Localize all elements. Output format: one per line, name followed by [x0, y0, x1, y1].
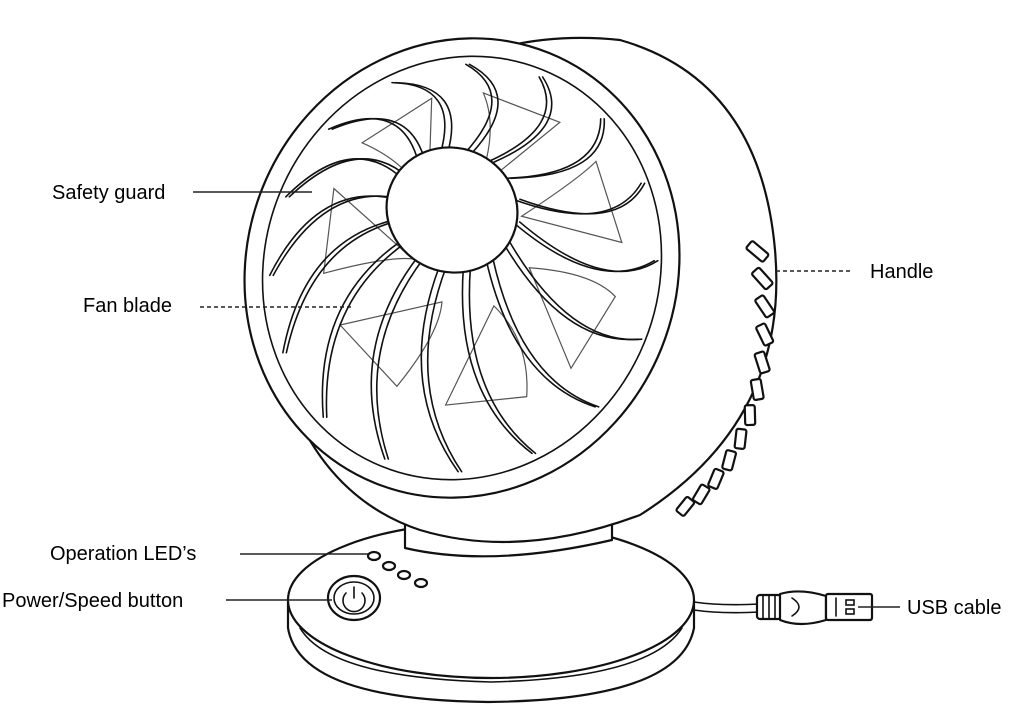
guard-rib [510, 117, 606, 180]
guard-rib [288, 158, 409, 198]
grip-slot [743, 403, 757, 427]
label-operation-leds: Operation LED’s [50, 543, 196, 565]
guard-rib [394, 81, 453, 154]
guard-rib [272, 195, 400, 277]
guard-rib [420, 265, 459, 473]
guard-rib [375, 257, 425, 460]
guard-rib [325, 240, 408, 419]
grip-slot [707, 467, 725, 490]
fan-blade [520, 160, 623, 244]
guard-rib [461, 266, 533, 455]
guard-rib [331, 117, 426, 163]
fan-hub [385, 146, 519, 274]
guard-rib [518, 221, 659, 273]
grip-slot [751, 266, 774, 291]
operation-leds [366, 550, 429, 589]
label-usb-cable: USB cable [907, 597, 1002, 619]
label-power-speed-button: Power/Speed button [2, 590, 183, 612]
grip-slot [749, 377, 765, 402]
guard-rib [468, 266, 537, 455]
guard-rib [511, 221, 656, 273]
power-icon [342, 586, 366, 613]
grip-slot [733, 427, 748, 450]
label-fan-blade: Fan blade [83, 295, 172, 317]
guard-rib [509, 241, 643, 341]
guard-rib [370, 257, 418, 460]
label-handle: Handle [870, 261, 933, 283]
guard-rib [468, 63, 499, 155]
usb-cable [693, 590, 874, 626]
fan-head [243, 36, 778, 544]
led-4 [413, 577, 429, 589]
guard-rib [519, 182, 646, 215]
led-1 [366, 550, 382, 562]
guard-rib [285, 158, 402, 198]
guard-rib [321, 240, 401, 419]
guard-rib [493, 76, 553, 163]
guard-rib [282, 219, 392, 354]
guard-rib [285, 219, 399, 354]
handle-grip [675, 240, 776, 517]
power-speed-button[interactable] [326, 574, 382, 622]
grip-slot [675, 495, 696, 517]
grip-slot [755, 322, 775, 347]
guard-rib [463, 63, 493, 155]
grip-slot [754, 294, 776, 319]
led-3 [396, 569, 412, 581]
grip-slot [721, 449, 738, 472]
guard-rib [492, 257, 600, 408]
label-safety-guard: Safety guard [52, 182, 165, 204]
safety-guard [268, 63, 659, 473]
guard-rib [485, 257, 597, 408]
grip-slot [691, 483, 711, 506]
led-2 [381, 560, 397, 572]
guard-rib [327, 117, 419, 163]
grip-slot [745, 240, 770, 263]
guard-rib [486, 76, 548, 163]
grip-slot [753, 350, 771, 375]
guard-rib [426, 265, 463, 473]
